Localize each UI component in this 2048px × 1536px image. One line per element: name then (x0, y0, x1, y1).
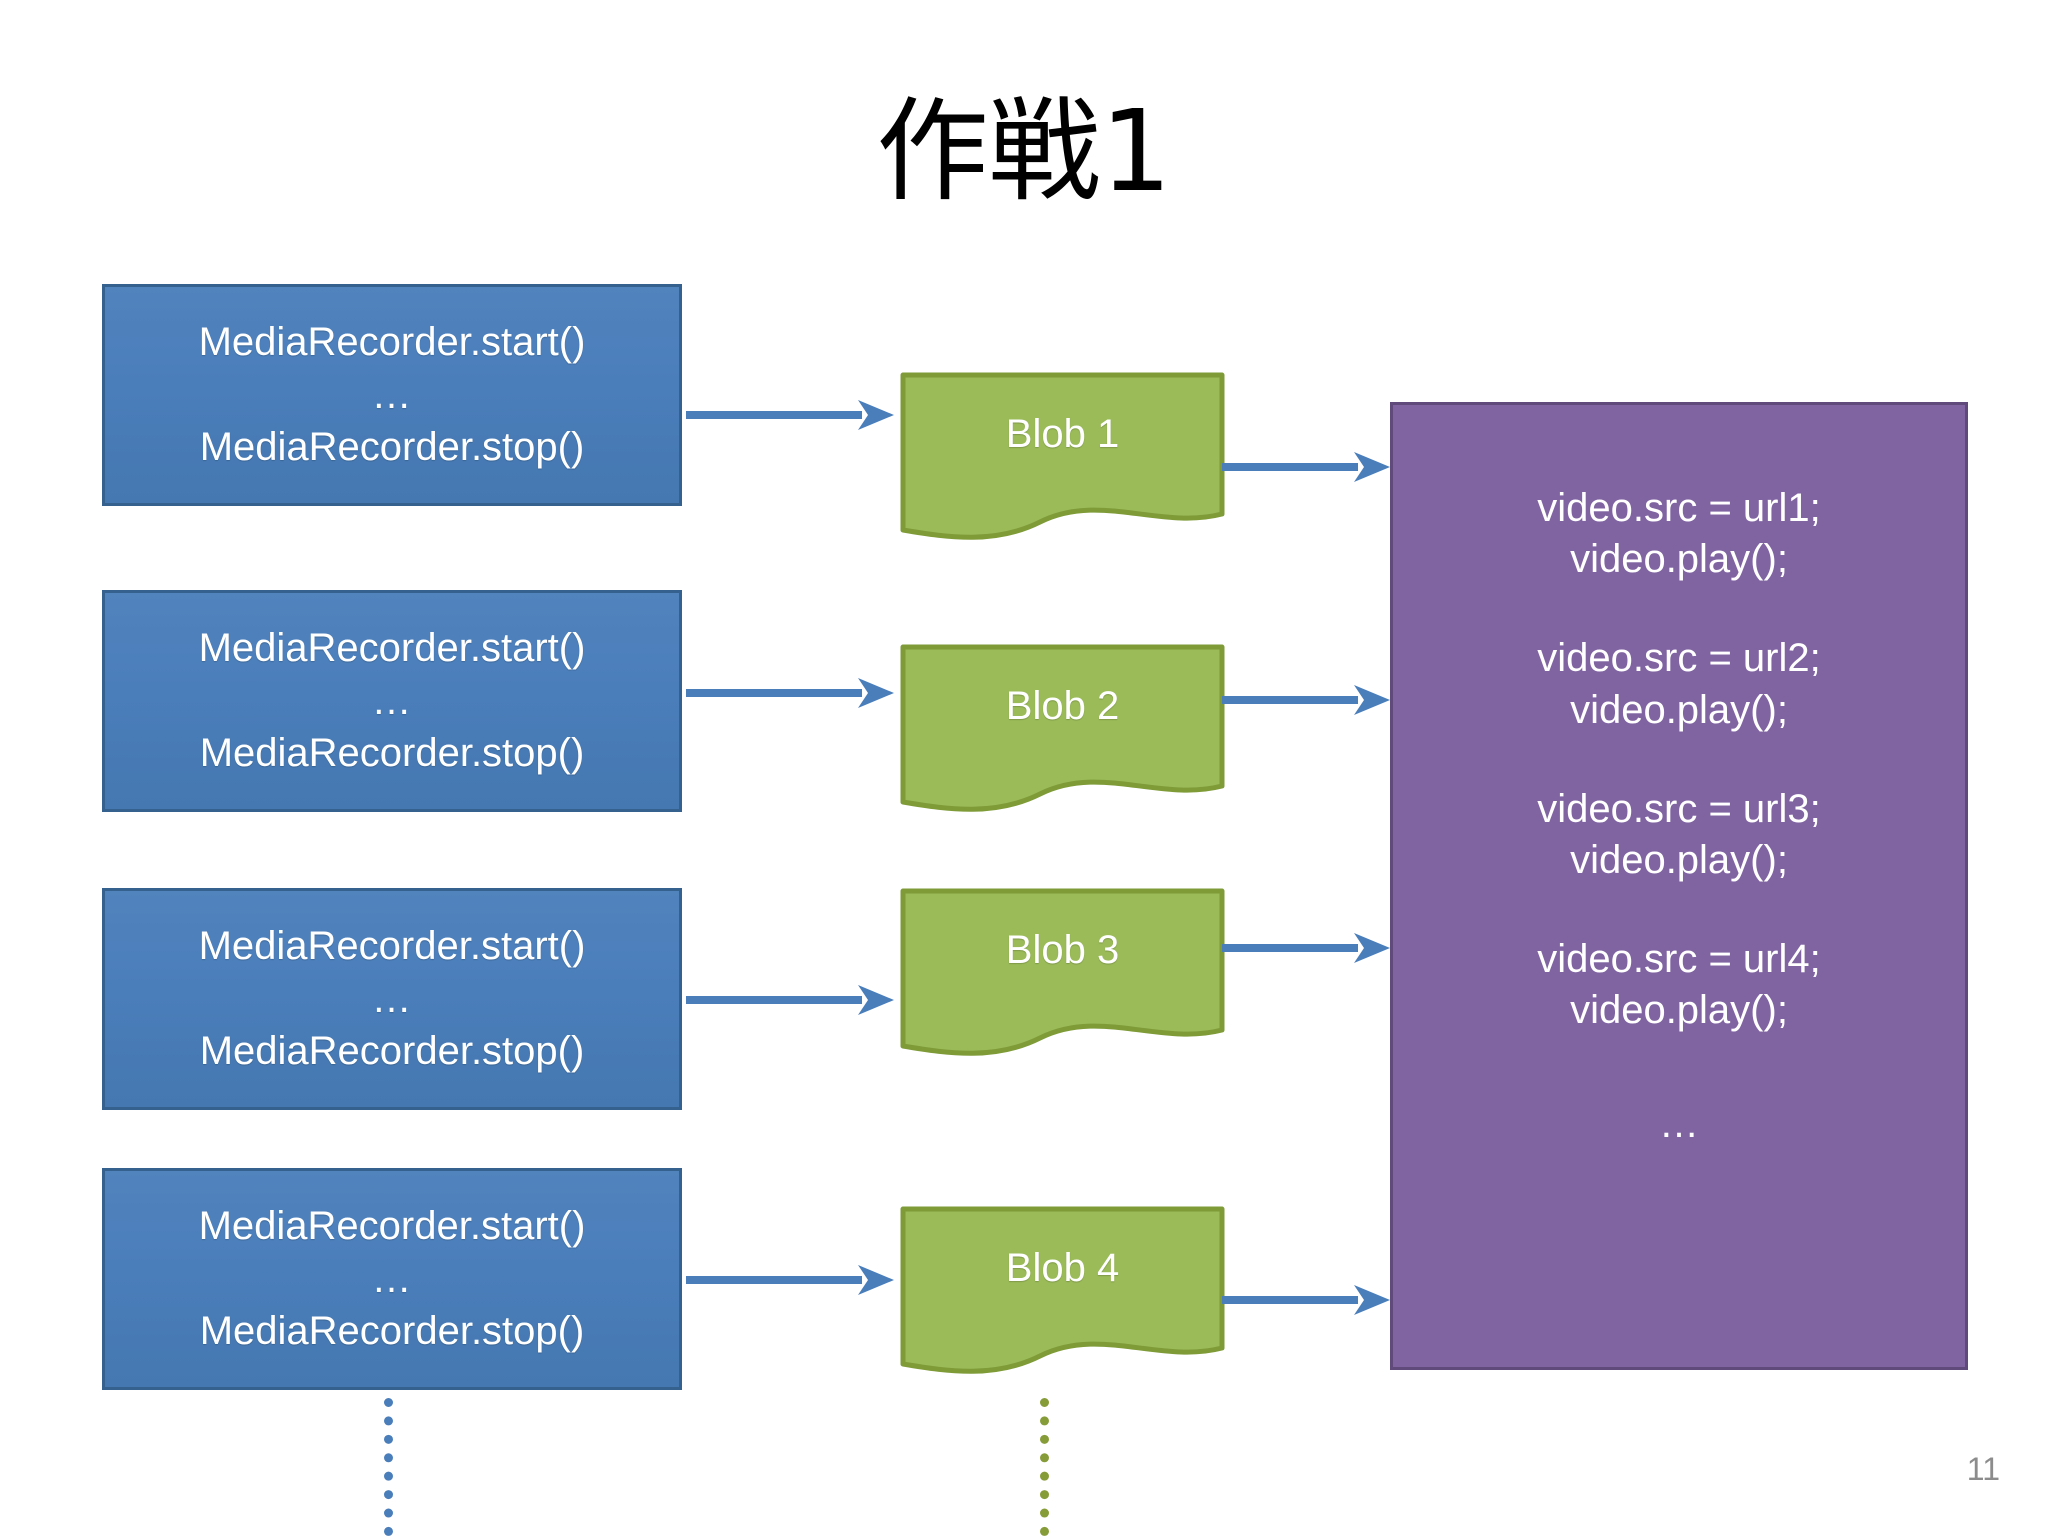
recorder-box-3[interactable]: MediaRecorder.start() … MediaRecorder.st… (102, 888, 682, 1110)
page-title: 作戦1 (876, 87, 1172, 217)
player-statement-3: video.src = url3; video.play(); (1537, 784, 1820, 886)
arrow-recorder4-to-blob4 (686, 1260, 902, 1300)
recorder-start-label: MediaRecorder.start() (198, 923, 586, 968)
player-src-label: video.src = url1; (1537, 486, 1821, 530)
blob-shape-3[interactable]: Blob 3 (900, 888, 1225, 1056)
blob-shape-1[interactable]: Blob 1 (900, 372, 1225, 540)
recorder-stop-label: MediaRecorder.stop() (199, 731, 585, 776)
arrow-recorder2-to-blob2 (686, 673, 902, 713)
player-src-label: video.src = url2; (1537, 636, 1821, 681)
player-statement-4: video.src = url4; video.play(); (1537, 934, 1820, 1036)
recorder-start-label: MediaRecorder.start() (198, 625, 586, 670)
player-statement-2: video.src = url2; video.play(); (1537, 633, 1820, 735)
player-statement-1: video.src = url1; video.play(); (1537, 483, 1820, 585)
arrow-recorder1-to-blob1 (686, 395, 902, 435)
player-ellipsis-label: … (1659, 1101, 1699, 1146)
blob-shape-2[interactable]: Blob 2 (900, 644, 1225, 812)
arrow-blob1-to-player (1222, 447, 1398, 487)
document-shape-icon (900, 644, 1225, 812)
player-src-label: video.src = url4; (1537, 937, 1821, 982)
player-src-label: video.src = url3; (1537, 786, 1821, 831)
arrow-blob2-to-player (1222, 680, 1398, 720)
arrow-blob4-to-player (1222, 1280, 1398, 1320)
recorder-box-2[interactable]: MediaRecorder.start() … MediaRecorder.st… (102, 590, 682, 812)
player-play-label: video.play(); (1570, 687, 1788, 732)
page-number: 11 (1966, 1451, 2000, 1487)
player-play-label: video.play(); (1570, 537, 1788, 582)
recorder-ellipsis-label: … (371, 372, 413, 417)
recorder-box-4[interactable]: MediaRecorder.start() … MediaRecorder.st… (102, 1168, 682, 1390)
document-shape-icon (900, 1206, 1225, 1374)
recorder-stop-label: MediaRecorder.stop() (199, 425, 585, 470)
recorder-ellipsis-label: … (371, 678, 413, 723)
recorder-start-label: MediaRecorder.start() (198, 319, 586, 364)
arrow-blob3-to-player (1222, 928, 1398, 968)
blob-shape-4[interactable]: Blob 4 (900, 1206, 1225, 1374)
recorder-stop-label: MediaRecorder.stop() (199, 1309, 585, 1354)
recorder-start-label: MediaRecorder.start() (198, 1203, 586, 1248)
recorder-ellipsis-label: … (371, 976, 413, 1021)
player-play-label: video.play(); (1570, 988, 1788, 1033)
document-shape-icon (900, 888, 1225, 1056)
recorder-continuation-dotted-line (384, 1398, 402, 1536)
recorder-stop-label: MediaRecorder.stop() (199, 1029, 585, 1074)
document-shape-icon (900, 372, 1225, 540)
blob-continuation-dotted-line (1040, 1398, 1058, 1536)
arrow-recorder3-to-blob3 (686, 980, 902, 1020)
player-play-label: video.play(); (1570, 837, 1788, 882)
recorder-box-1[interactable]: MediaRecorder.start() … MediaRecorder.st… (102, 284, 682, 506)
video-player-box[interactable]: video.src = url1; video.play(); video.sr… (1390, 402, 1968, 1370)
recorder-ellipsis-label: … (371, 1256, 413, 1301)
